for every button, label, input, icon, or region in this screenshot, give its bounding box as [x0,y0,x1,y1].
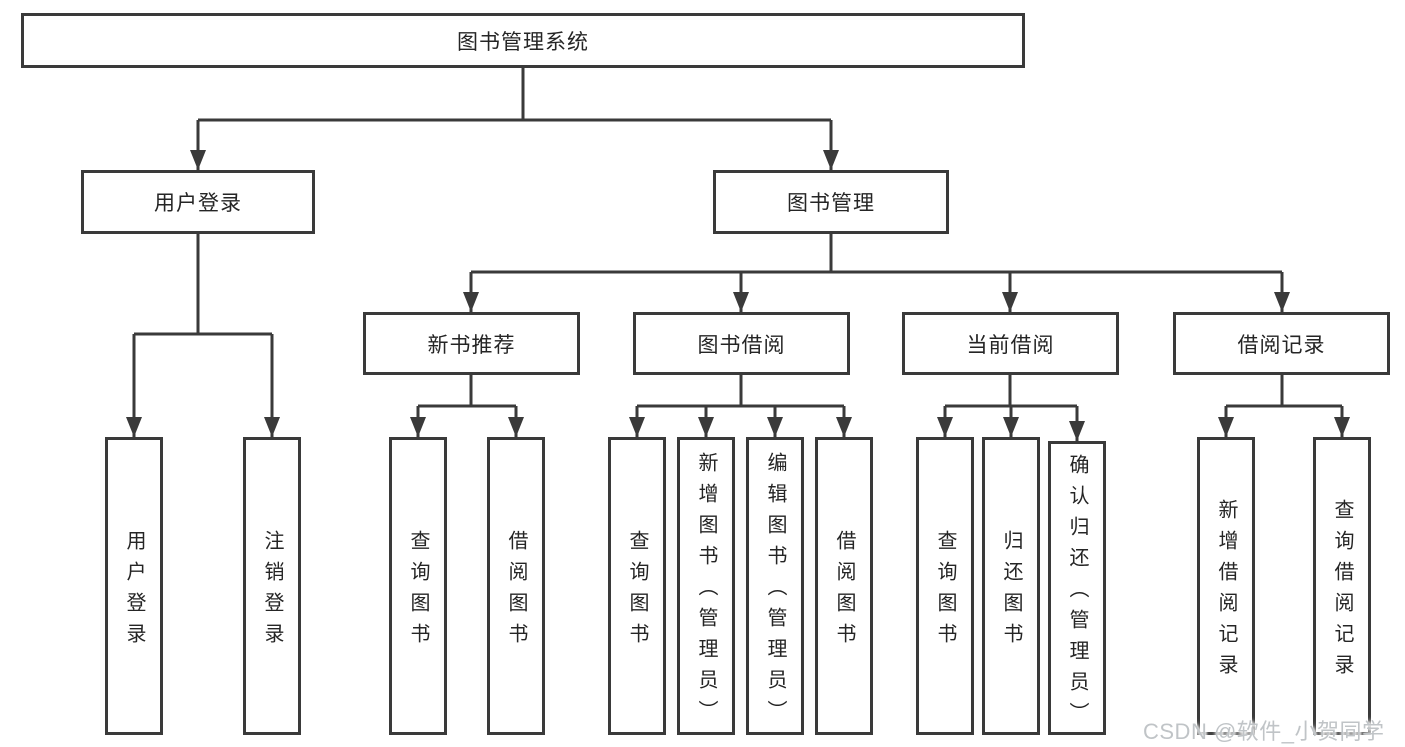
node-leaf-br-add-record-label: 新增借阅记录 [1215,498,1237,685]
node-library-system: 图书管理系统 [21,13,1025,68]
node-library-system-label: 图书管理系统 [457,30,589,54]
node-leaf-bb-add-book-admin: 新增图书（管理员） [677,437,735,735]
node-leaf-cb-return-book-label: 归还图书 [1000,529,1022,654]
node-leaf-user-login-label: 用户登录 [123,529,145,654]
node-user-login: 用户登录 [81,170,315,234]
node-current-borrow-label: 当前借阅 [966,333,1055,357]
node-leaf-bb-query-book-label: 查询图书 [626,529,648,654]
node-leaf-bb-borrow-book-label: 借阅图书 [833,529,855,654]
node-new-book-recommend-label: 新书推荐 [427,333,516,357]
csdn-watermark: CSDN @软件_小贺同学 [1143,719,1385,744]
node-book-management: 图书管理 [713,170,949,234]
node-leaf-br-query-record: 查询借阅记录 [1313,437,1371,735]
node-leaf-cb-confirm-return-admin-label: 确认归还（管理员） [1066,454,1088,733]
node-new-book-recommend: 新书推荐 [363,312,580,375]
node-current-borrow: 当前借阅 [902,312,1119,375]
node-leaf-cb-query-book: 查询图书 [916,437,974,735]
node-leaf-cb-confirm-return-admin: 确认归还（管理员） [1048,441,1106,735]
node-leaf-logout-label: 注销登录 [261,529,283,654]
node-leaf-bb-edit-book-admin-label: 编辑图书（管理员） [764,452,786,731]
node-leaf-nbr-borrow-book: 借阅图书 [487,437,545,735]
node-book-management-label: 图书管理 [787,192,875,215]
node-borrow-records: 借阅记录 [1173,312,1390,375]
node-book-borrow-label: 图书借阅 [697,333,786,357]
node-leaf-nbr-borrow-book-label: 借阅图书 [505,529,527,654]
node-user-login-label: 用户登录 [154,192,242,215]
node-leaf-logout: 注销登录 [243,437,301,735]
node-leaf-cb-query-book-label: 查询图书 [934,529,956,654]
node-leaf-br-add-record: 新增借阅记录 [1197,437,1255,735]
node-leaf-br-query-record-label: 查询借阅记录 [1331,498,1353,685]
node-leaf-bb-edit-book-admin: 编辑图书（管理员） [746,437,804,735]
node-leaf-nbr-query-book-label: 查询图书 [407,529,429,654]
node-leaf-bb-query-book: 查询图书 [608,437,666,735]
node-leaf-bb-borrow-book: 借阅图书 [815,437,873,735]
node-leaf-bb-add-book-admin-label: 新增图书（管理员） [695,452,717,731]
node-leaf-nbr-query-book: 查询图书 [389,437,447,735]
node-borrow-records-label: 借阅记录 [1237,333,1326,357]
node-leaf-user-login: 用户登录 [105,437,163,735]
node-leaf-cb-return-book: 归还图书 [982,437,1040,735]
node-book-borrow: 图书借阅 [633,312,850,375]
